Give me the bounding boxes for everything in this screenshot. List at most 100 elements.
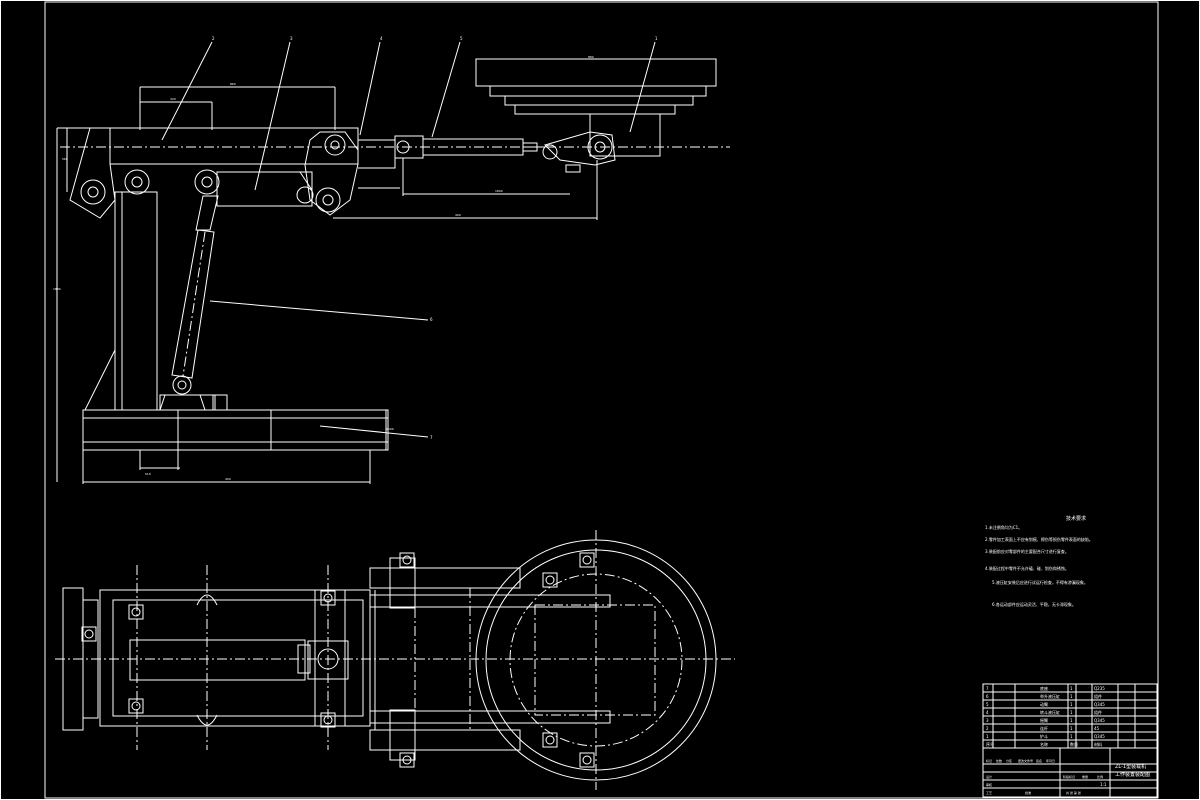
bucket-plate-4 [514,104,676,115]
plan-upper-rail [369,594,611,608]
balloon-5: 5 [460,36,463,41]
lift-cyl-bottom-inner [177,380,187,390]
balloon-3: 3 [290,36,293,41]
bolt-head-3 [399,552,415,568]
boom-pin-outer [80,179,106,205]
part-mat-5: Q345 [1094,702,1105,707]
leader-3 [359,41,381,136]
link-end-pin [542,144,558,160]
balloon-6: 6 [430,317,433,322]
lift-cyl-top-clevis [195,195,219,231]
part-name-7: 底座 [1040,685,1048,691]
header-mat: 材料 [1094,741,1102,747]
lbl-scale: 比例 [1097,774,1103,779]
rocker-pin-bottom [315,187,341,213]
part-name-1: 铲斗 [1040,733,1048,739]
mast-column [114,191,158,411]
part-no-3: 3 [986,718,989,723]
leader-7 [319,425,429,438]
drawing-title-2: 工作装置装配图 [1115,771,1150,778]
balloon-4: 4 [380,36,383,41]
bolt-hole-3 [402,555,412,565]
leader-4 [431,41,461,138]
part-no-6: 6 [986,694,989,699]
dim-text-3: 1880 [53,287,61,291]
joint-2-inner [201,176,213,188]
bucket-link-lever [544,131,616,166]
bolt-hole-9 [84,629,94,639]
lbl-process: 工艺 [986,790,992,795]
part-qty-2: 1 [1070,726,1073,731]
part-qty-3: 1 [1070,718,1073,723]
part-qty-1: 1 [1070,734,1073,739]
rocker-arm [304,131,359,216]
plan-cyl-gland [297,644,311,674]
part-name-2: 连杆 [1040,725,1048,731]
part-mat-4: 组件 [1094,709,1102,715]
leader-5 [629,41,656,133]
joint-1-inner [131,176,143,188]
bolt-hole-11 [545,735,555,745]
plan-bucket-square [534,604,656,716]
header-qty: 数量 [1070,741,1078,747]
bolt-hole-5 [131,607,141,617]
dim-text-2: 320 [170,97,176,101]
part-name-3: 摇臂 [1040,717,1048,723]
bolt-head-4 [399,752,415,768]
plan-upper-clevis [389,557,416,609]
dim-text-4: 560 [62,157,68,161]
dim-text-9: 1000 [386,427,394,431]
bolt-head-6 [128,698,144,714]
part-name-6: 举升液压缸 [1040,693,1060,699]
tilt-cyl-end [296,186,314,204]
part-qty-7: 1 [1070,686,1073,691]
lift-cyl-bracket [159,394,206,411]
bucket-top-plate [475,58,717,87]
note-6: 6.各运动部件应运动灵活、平稳，无卡滞现象。 [992,602,1076,607]
part-mat-3: Q345 [1094,718,1105,723]
plan-lower-link [369,729,521,751]
header-name: 名称 [1040,741,1048,747]
part-name-4: 转斗液压缸 [1040,709,1060,715]
bolt-hole-1 [582,555,592,565]
plan-crosshead [314,589,346,727]
base-bracket [212,394,228,411]
note-3: 3.装配前应对零部件的主要配合尺寸进行复查。 [985,549,1069,554]
lbl-approve: 批准 [1025,790,1031,795]
frame-border [44,1,1159,799]
boom-arm [109,127,359,165]
note-4: 4.装配过程中零件不允许磕、碰、划伤和锈蚀。 [985,566,1069,571]
lift-cyl-centerline [182,231,206,377]
lbl-review: 审核 [986,782,992,787]
part-mat-6: 组件 [1094,693,1102,699]
part-no-4: 4 [986,710,989,715]
leader-6 [209,300,429,321]
part-qty-5: 1 [1070,702,1073,707]
lift-cyl-bottom-pin [172,375,192,395]
boom-end-link [69,127,116,219]
scale-value: 1:1 [1100,782,1107,787]
dim-text-plan: 880 [588,55,594,59]
rocker-pin-top-inner [330,140,340,150]
rocker-pin-bottom-inner [322,194,334,206]
bolt-hole-10 [545,575,555,585]
lbl-sheets: 共 张 第 张 [1066,790,1081,795]
plan-rear-plate-2 [82,599,99,719]
plan-arc-bottom [196,714,218,726]
bolt-head-9 [81,626,97,642]
base-frame [82,409,389,451]
dim-text-8: 400 [455,213,461,217]
part-no-1: 1 [986,734,989,739]
bolt-head-2 [579,752,595,768]
part-qty-4: 1 [1070,710,1073,715]
drawing-title-1: ZL-1型装载机 [1115,763,1146,770]
base-bracket-2 [159,394,216,411]
part-no-2: 2 [986,726,989,731]
lbl-date: 年月日 [1046,758,1055,763]
lbl-weight: 重量 [1082,774,1088,779]
note-2: 2.零件加工表面上不应有划痕、擦伤等损伤零件表面的缺陷。 [985,537,1093,542]
lbl-mark: 标记 [986,758,992,763]
part-no-7: 7 [986,686,989,691]
bolt-hole-6 [131,701,141,711]
lbl-count: 处数 [996,758,1002,763]
